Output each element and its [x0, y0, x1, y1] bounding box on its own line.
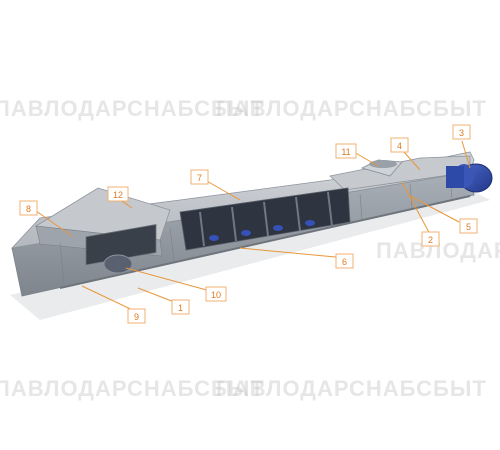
callout-6: 6 — [335, 253, 354, 269]
callout-number: 4 — [397, 141, 402, 151]
callout-number: 2 — [428, 235, 433, 245]
watermark: ПАВЛОДАРСНАБСБЫТ — [0, 376, 265, 401]
chain-flights — [199, 191, 333, 247]
callout-number: 1 — [178, 303, 183, 313]
callout-number: 5 — [466, 222, 471, 232]
callout-number: 10 — [211, 290, 221, 300]
callout-8: 8 — [19, 200, 38, 216]
callout-number: 11 — [341, 147, 350, 157]
callout-10: 10 — [205, 286, 227, 302]
callout-7: 7 — [190, 169, 209, 185]
drive-hood — [329, 155, 471, 191]
callout-3: 3 — [452, 124, 471, 140]
callout-12: 12 — [107, 186, 129, 202]
callout-1: 1 — [171, 299, 190, 315]
callout-11: 11 — [335, 143, 357, 159]
watermark: ПАВЛОДАРСНАБСБЫТ — [216, 376, 487, 401]
callout-number: 8 — [26, 204, 31, 214]
callout-number: 12 — [113, 190, 123, 200]
callout-number: 3 — [459, 128, 464, 138]
ground-shadow — [10, 190, 490, 320]
watermark: ПАВЛОДАРСНАБСБЫТ — [216, 96, 487, 121]
drive-motor — [446, 163, 493, 193]
tail-sprocket — [103, 254, 133, 274]
chain-rollers — [209, 220, 315, 241]
inlet-opening — [369, 160, 397, 168]
callout-9: 9 — [127, 308, 146, 324]
callout-2: 2 — [421, 231, 440, 247]
callout-5: 5 — [459, 218, 478, 234]
callout-number: 7 — [197, 173, 202, 183]
callout-number: 6 — [342, 257, 347, 267]
callout-number: 9 — [134, 312, 139, 322]
watermark: ПАВЛОДАРСНАБСБЫТ — [0, 96, 265, 121]
lower-rail — [59, 195, 471, 289]
callout-4: 4 — [390, 137, 409, 153]
